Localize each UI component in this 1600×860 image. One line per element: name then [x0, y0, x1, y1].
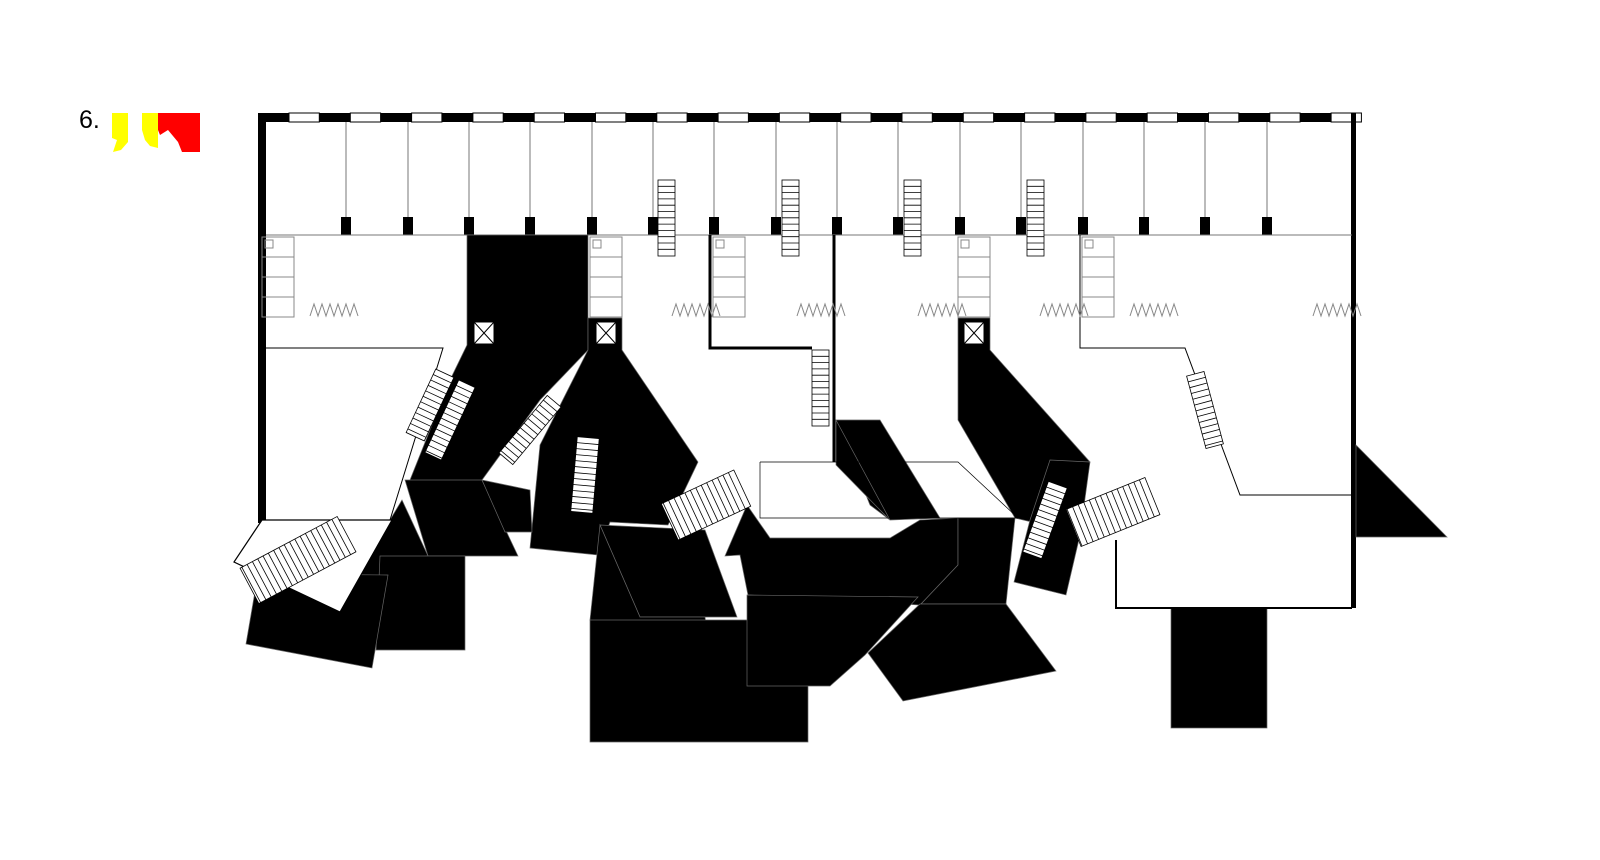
room-partitions — [266, 122, 1352, 236]
bathroom-blocks — [261, 236, 1115, 318]
stairs — [239, 179, 1224, 605]
legend-key-icon — [112, 113, 200, 152]
facade-band — [258, 112, 1362, 123]
figure-number: 6. — [79, 106, 100, 134]
exterior-walls — [258, 113, 1356, 608]
elevator-shafts — [473, 321, 985, 345]
radiator-symbols — [309, 302, 1362, 318]
solid-volumes — [245, 234, 1448, 743]
